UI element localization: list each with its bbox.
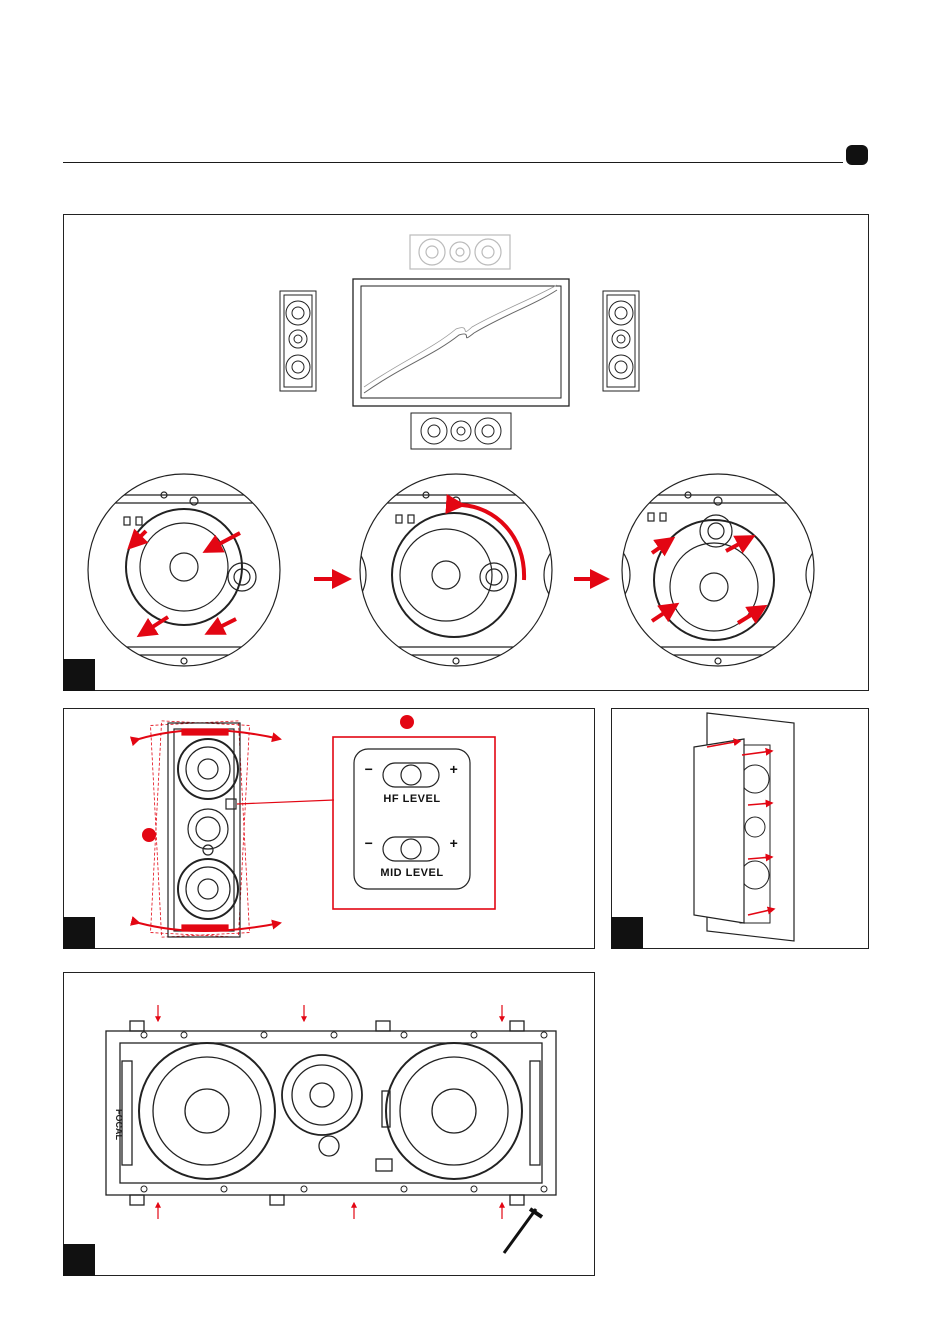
mid-minus-label: − [357, 835, 381, 851]
panel-placement-rotation [63, 214, 869, 691]
rotation-step-1-detail [6, 474, 362, 666]
rotation-step-2-detail [286, 474, 624, 666]
level-adjust-illustration [64, 709, 596, 950]
center-speaker-mounting-illustration: FOCAL [64, 973, 596, 1277]
step-marker-icon [63, 1244, 95, 1276]
callout-dot-icon [400, 715, 414, 729]
hf-level-label: HF LEVEL [357, 793, 467, 805]
placement-illustration [64, 215, 870, 692]
panel-mounting-screws: FOCAL [63, 972, 595, 1276]
mid-plus-label: + [442, 835, 466, 851]
grille-install-illustration [612, 709, 870, 950]
brand-logo: FOCAL [114, 1109, 124, 1140]
center-speaker-small-icon [411, 413, 511, 449]
panel-grille [611, 708, 869, 949]
step-marker-icon [63, 659, 95, 691]
rotation-step-3-detail [550, 474, 886, 666]
hf-minus-label: − [357, 761, 381, 777]
ghost-center-speaker-icon [410, 235, 510, 269]
step-marker-icon [63, 917, 95, 949]
step-marker-icon [611, 917, 643, 949]
left-speaker-icon [280, 291, 316, 391]
panel-level-adjust: − + HF LEVEL − + MID LEVEL [63, 708, 595, 949]
tv-screen-icon [353, 279, 569, 406]
hf-plus-label: + [442, 761, 466, 777]
center-speaker-large-icon [106, 1021, 556, 1205]
right-speaker-icon [603, 291, 639, 391]
screw-icon [504, 1209, 542, 1253]
header-rule [63, 162, 843, 163]
page-badge-icon [846, 145, 868, 165]
mid-level-label: MID LEVEL [357, 867, 467, 879]
callout-dot-icon [142, 828, 156, 842]
vertical-speaker-icon [168, 723, 240, 937]
